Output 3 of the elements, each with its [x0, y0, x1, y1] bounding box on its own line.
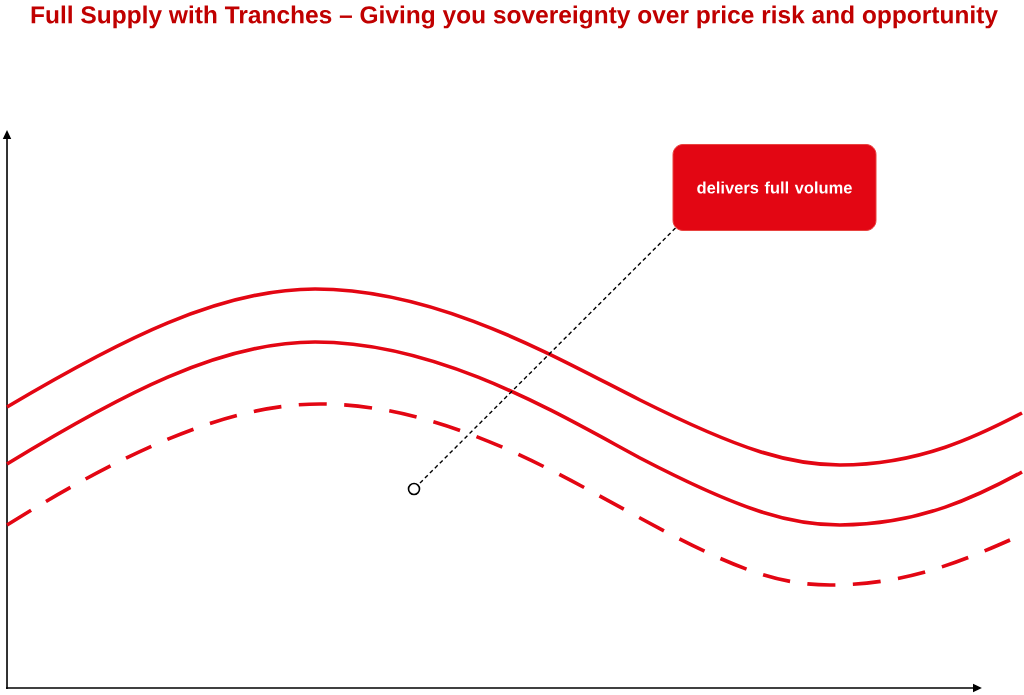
- callout-box: delivers full volume: [672, 144, 877, 231]
- leader-line: [417, 227, 677, 486]
- title: Full Supply with Tranches – Giving you sovereignty over price risk and opportunity: [31, 5, 998, 29]
